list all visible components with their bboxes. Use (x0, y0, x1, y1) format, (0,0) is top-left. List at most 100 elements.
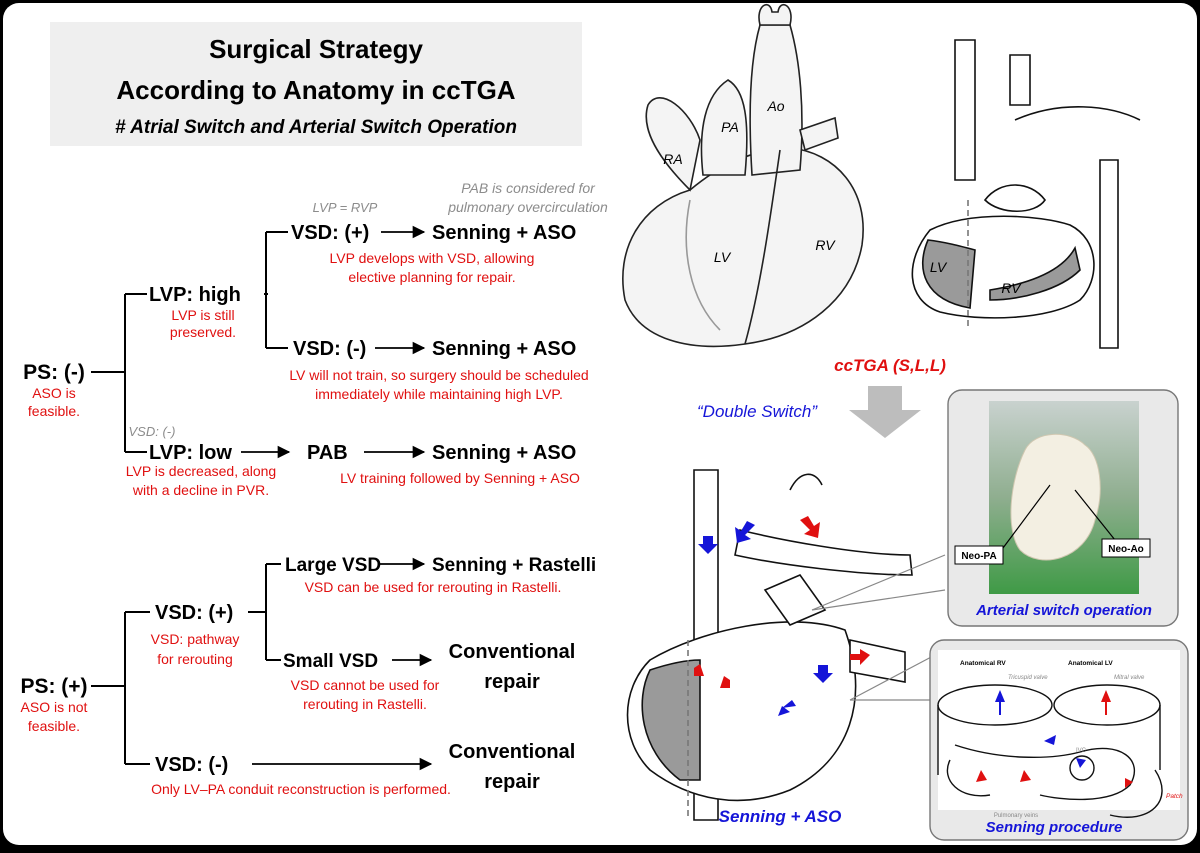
anatomical-rv-label: Anatomical RV (960, 660, 1006, 667)
vsd-negative-label: VSD: (-) (293, 338, 366, 360)
flow-arrows (694, 516, 870, 716)
vsd-none-label: VSD: (-) (155, 754, 228, 776)
double-switch-arrow-icon (849, 386, 921, 438)
ps-negative-label: PS: (-) (23, 361, 85, 384)
anatomical-lv-label: Anatomical LV (1068, 660, 1113, 667)
pab-label: PAB (307, 442, 348, 464)
lvp-high-label: LVP: high (149, 284, 241, 306)
tricuspid-valve-label: Tricuspid valve (1008, 675, 1048, 681)
red-flow-arrow-icon (1125, 778, 1133, 788)
vsd-negative-result: Senning + ASO (432, 338, 576, 360)
pab-desc: LV training followed by Senning + ASO (340, 470, 580, 486)
title-subtitle: # Atrial Switch and Arterial Switch Oper… (115, 117, 517, 138)
neo-ao-label: Neo-Ao (1108, 544, 1144, 555)
large-vsd-desc: VSD can be used for rerouting in Rastell… (305, 579, 562, 595)
neo-pa-label: Neo-PA (961, 551, 996, 562)
blue-flow-arrow-icon (778, 700, 796, 716)
small-vsd-result-2: repair (484, 671, 540, 693)
vsd-positive-desc-2: elective planning for repair. (348, 269, 515, 285)
ps-negative-desc-2: feasible. (28, 403, 80, 419)
ps-positive-desc-2: feasible. (28, 718, 80, 734)
callout-lines (811, 554, 946, 701)
pulmonary-veins-label: Pulmonary veins (994, 813, 1038, 819)
red-flow-arrow-icon (800, 516, 820, 538)
blue-flow-arrow-icon (698, 536, 718, 554)
red-flow-arrow-icon (694, 664, 704, 676)
ps-negative-desc-1: ASO is (32, 385, 76, 401)
cctga-label: ccTGA (S,L,L) (834, 356, 946, 375)
ps-positive-arrows (252, 557, 433, 771)
ps-positive-desc-1: ASO is not (21, 699, 88, 715)
pab-note-2: pulmonary overcirculation (447, 199, 608, 215)
page-frame (3, 3, 1197, 845)
photo-caption: Arterial switch operation (975, 602, 1152, 619)
vsd-none-desc: Only LV–PA conduit reconstruction is per… (151, 781, 451, 797)
vsd-negative-desc-1: LV will not train, so surgery should be … (289, 367, 588, 383)
title-line-1: Surgical Strategy (209, 34, 423, 64)
pab-note-1: PAB is considered for (461, 180, 596, 196)
red-flow-arrow-icon (976, 770, 987, 782)
senning-diagram-area (938, 650, 1180, 810)
mitral-valve-label: Mitral valve (1114, 675, 1145, 681)
vsd-positive-desc-1: LVP develops with VSD, allowing (330, 250, 535, 266)
vsd-negative-desc-2: immediately while maintaining high LVP. (315, 386, 563, 402)
heart-external-illustration (622, 3, 864, 348)
double-switch-label: “Double Switch” (697, 402, 818, 421)
senning-aso-label: Senning + ASO (719, 807, 842, 826)
section-lv-label: LV (930, 259, 948, 275)
3d-heart-model (1010, 433, 1101, 561)
vsd-positive-label: VSD: (+) (291, 222, 369, 244)
vsd-positive-result: Senning + ASO (432, 222, 576, 244)
neo-ao-tag (1101, 538, 1151, 558)
lvp-low-label: LVP: low (149, 442, 232, 464)
heart-lv-label: LV (714, 249, 732, 265)
large-vsd-result: Senning + Rastelli (432, 555, 596, 576)
senning-aso-heart-illustration (626, 469, 913, 821)
blue-flow-arrow-icon (1044, 735, 1056, 745)
blue-flow-arrow-icon (735, 521, 755, 543)
patch-label: Patch (1166, 793, 1183, 800)
vsd-negative-small-note: VSD: (-) (129, 424, 176, 439)
heart-pa-label: PA (721, 119, 739, 135)
lvp-high-desc-1: LVP is still (171, 307, 234, 323)
heart-ra-label: RA (663, 151, 682, 167)
red-flow-arrow-icon (1020, 770, 1031, 782)
blue-flow-arrow-icon (813, 665, 833, 683)
small-vsd-result-1: Conventional (449, 641, 576, 663)
lvp-low-desc-2: with a decline in PVR. (132, 482, 269, 498)
senning-caption: Senning procedure (986, 819, 1123, 836)
ps-negative-tree (91, 231, 288, 453)
pab-result: Senning + ASO (432, 442, 576, 464)
vsd-pathway-label: VSD: (+) (155, 602, 233, 624)
vsd-pathway-desc-2: for rerouting (157, 651, 232, 667)
small-vsd-label: Small VSD (283, 651, 378, 672)
lvp-low-desc-1: LVP is decreased, along (126, 463, 276, 479)
heart-ao-label: Ao (766, 98, 784, 114)
senning-diagram (937, 684, 1163, 818)
blue-flow-arrow-icon (1076, 758, 1086, 768)
heart-section-illustration (911, 39, 1141, 349)
lvp-rvp-note: LVP = RVP (313, 200, 378, 215)
blue-flow-arrow-icon (995, 690, 1005, 702)
heart-rv-label: RV (815, 237, 836, 253)
title-line-2: According to Anatomy in ccTGA (116, 75, 515, 105)
ivc-label: IVC (1076, 748, 1087, 754)
red-flow-arrow-icon (850, 649, 870, 665)
vsd-none-result-1: Conventional (449, 741, 576, 763)
ps-positive-tree (91, 563, 281, 765)
lvp-high-desc-2: preserved. (170, 324, 236, 340)
small-vsd-desc-2: rerouting in Rastelli. (303, 696, 427, 712)
small-vsd-desc-1: VSD cannot be used for (291, 677, 440, 693)
large-vsd-label: Large VSD (285, 555, 381, 576)
red-flow-arrow-icon (720, 676, 730, 688)
ps-positive-label: PS: (+) (20, 675, 87, 698)
vsd-none-result-2: repair (484, 771, 540, 793)
ps-negative-arrows (241, 225, 426, 459)
title-box (50, 22, 582, 146)
red-flow-arrow-icon (1101, 690, 1111, 702)
neo-pa-tag (954, 545, 1004, 565)
section-rv-label: RV (1001, 280, 1022, 296)
vsd-pathway-desc-1: VSD: pathway (151, 631, 240, 647)
